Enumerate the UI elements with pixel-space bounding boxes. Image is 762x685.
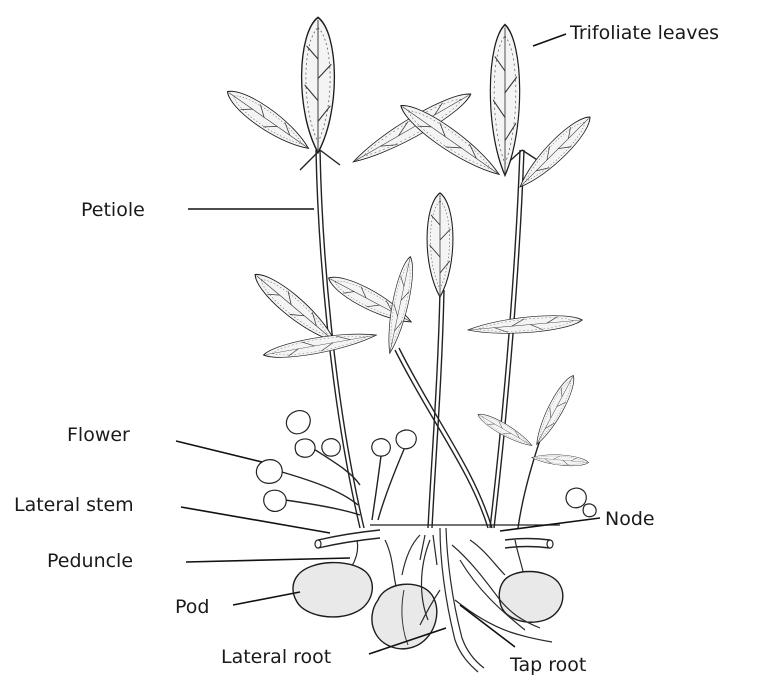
label-node: Node: [605, 508, 655, 530]
label-peduncle: Peduncle: [47, 550, 133, 572]
leaf-group-lower: [249, 255, 418, 363]
leaf-group-small-right: [475, 372, 589, 467]
label-petiole: Petiole: [81, 199, 145, 221]
leader-lateral-stem: [181, 507, 330, 533]
leaf-group-upper-left: [222, 17, 476, 170]
plant-illustration: [222, 17, 597, 672]
leader-lines: [176, 34, 600, 654]
label-tap-root: Tap root: [509, 654, 586, 676]
leader-trifoliate-leaves: [533, 34, 566, 46]
leader-peduncle: [186, 558, 350, 562]
label-pod: Pod: [175, 596, 209, 618]
label-lateral-stem: Lateral stem: [14, 494, 134, 516]
label-lateral-root: Lateral root: [221, 646, 331, 668]
label-flower: Flower: [67, 424, 130, 446]
leader-flower: [176, 441, 262, 462]
leaf-group-upper-right: [395, 25, 597, 194]
label-trifoliate-leaves: Trifoliate leaves: [569, 22, 719, 44]
leaf-group-middle: [324, 193, 582, 338]
leader-pod: [233, 592, 300, 605]
